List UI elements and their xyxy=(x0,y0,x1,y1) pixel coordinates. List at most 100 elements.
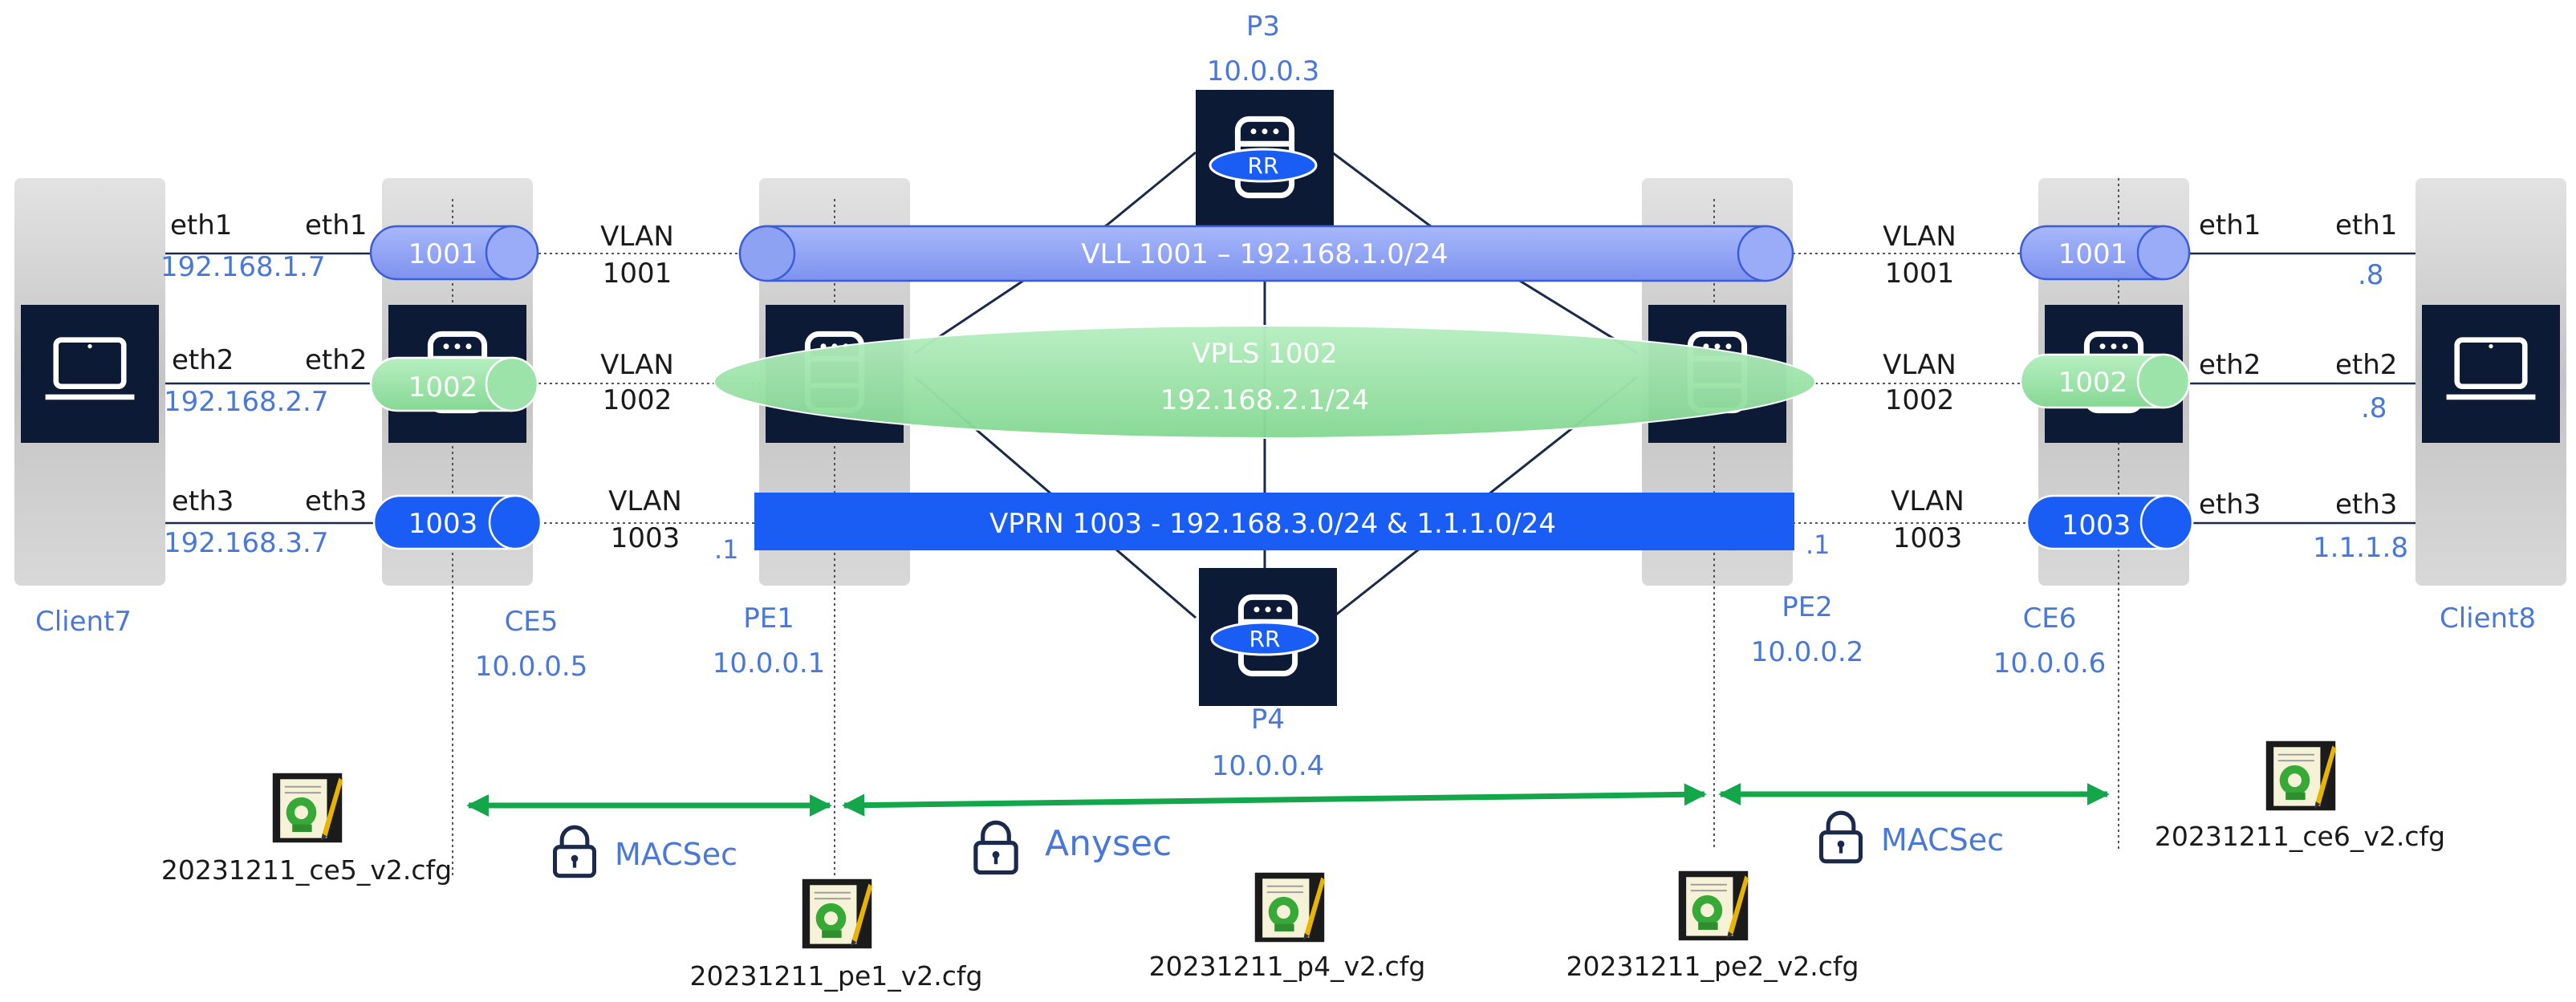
anysec-arrow xyxy=(842,783,1707,817)
pe1-gateway-label: .1 xyxy=(714,534,739,565)
cfg-file-icon[interactable] xyxy=(801,878,874,950)
ce6-pipe-1001-cap xyxy=(2136,225,2191,281)
client8-port-eth3: eth3 xyxy=(2335,489,2397,521)
ce5-vlan1002-label: 1002 xyxy=(408,371,478,404)
vprn-label: VPRN 1003 - 192.168.3.0/24 & 1.1.1.0/24 xyxy=(989,508,1556,540)
left-vlan-labels: VLAN 1001 VLAN 1002 VLAN 1003 xyxy=(600,221,682,554)
vll-service: VLL 1001 – 192.168.1.0/24 xyxy=(738,225,1794,282)
cfg-file-icon[interactable] xyxy=(271,772,344,844)
vpls-ellipse xyxy=(713,325,1816,439)
right-vlan-title-2: VLAN xyxy=(1883,349,1956,381)
vpls-title: VPLS 1002 xyxy=(1192,338,1338,370)
config-file-ce6[interactable]: 20231211_ce6_v2.cfg xyxy=(2155,821,2445,852)
pe1-name: PE1 xyxy=(743,602,794,635)
left-vlan-id-2: 1002 xyxy=(603,384,672,416)
cfg-file-icon[interactable] xyxy=(1253,871,1327,943)
p3-rr-badge xyxy=(1209,148,1318,183)
ce5-name: CE5 xyxy=(505,606,559,638)
vll-pipe-left-cap xyxy=(738,225,796,282)
lock-icon xyxy=(555,827,595,875)
config-file-pe1[interactable]: 20231211_pe1_v2.cfg xyxy=(690,960,983,992)
ce5-ip: 10.0.0.5 xyxy=(475,651,588,683)
ce-access-pipes: 1001 1002 1003 1001 1002 1003 xyxy=(369,225,2194,550)
left-vlan-title-2: VLAN xyxy=(600,349,674,381)
client7-port-eth3: eth3 xyxy=(172,485,234,517)
link-p3-pe1 xyxy=(1107,151,1197,226)
right-vlan-id-1: 1001 xyxy=(1885,258,1955,290)
client7-device xyxy=(21,305,159,443)
ce6-port-eth3: eth3 xyxy=(2199,489,2261,521)
ce5-pipe-1001-cap xyxy=(485,225,539,281)
ce6-port-eth2: eth2 xyxy=(2199,349,2261,381)
pe2-gateway-label: .1 xyxy=(1806,529,1830,560)
ce5-port-eth1: eth1 xyxy=(305,209,367,241)
ce6-vlan1003-label: 1003 xyxy=(2062,509,2131,542)
p4-rr-label: RR xyxy=(1249,626,1281,652)
left-vlan-title-1: VLAN xyxy=(600,221,674,253)
ce5-port-eth2: eth2 xyxy=(305,344,367,376)
client7-port-eth1: eth1 xyxy=(170,209,232,241)
macsec-right-label: MACSec xyxy=(1881,822,2004,858)
ce5-vlan1003-label: 1003 xyxy=(408,508,478,540)
right-vlan-id-2: 1002 xyxy=(1885,384,1955,416)
ce5-pipe-1003-cap xyxy=(488,494,542,550)
ce6-pipe-1003-cap xyxy=(2139,494,2194,550)
client8-ip-eth2: .8 xyxy=(2361,392,2387,424)
ce6-vlan1002-label: 1002 xyxy=(2058,367,2128,399)
anysec-label: Anysec xyxy=(1045,823,1172,864)
client8-ip-eth1: .8 xyxy=(2358,259,2383,291)
client8-port-eth1: eth1 xyxy=(2335,209,2397,241)
vll-pipe-right-cap xyxy=(1737,225,1794,282)
config-files: 20231211_ce5_v2.cfg 20231211_pe1_v2.cfg … xyxy=(161,740,2445,992)
right-vlan-title-3: VLAN xyxy=(1891,485,1965,517)
pe2-ip: 10.0.0.2 xyxy=(1751,636,1864,668)
client7-ip-eth3: 192.168.3.7 xyxy=(164,527,328,559)
p4-ip: 10.0.0.4 xyxy=(1212,750,1325,782)
client8-name: Client8 xyxy=(2440,602,2536,635)
p3-name: P3 xyxy=(1246,10,1280,43)
left-access-links xyxy=(165,252,759,525)
vpls-subnet: 192.168.2.1/24 xyxy=(1160,384,1369,416)
right-vlan-title-1: VLAN xyxy=(1883,221,1956,253)
macsec-left-label: MACSec xyxy=(615,837,737,872)
ce5-port-eth3: eth3 xyxy=(305,485,367,517)
p4-name: P4 xyxy=(1251,704,1285,736)
right-vlan-labels: VLAN 1001 VLAN 1002 VLAN 1003 xyxy=(1883,221,1965,554)
client7-name: Client7 xyxy=(35,606,132,638)
link-p3-pe2 xyxy=(1331,151,1429,226)
ce6-port-eth1: eth1 xyxy=(2199,209,2261,241)
p4-rr-badge xyxy=(1210,621,1319,656)
ce6-vlan1001-label: 1001 xyxy=(2058,238,2128,270)
left-vlan-id-3: 1003 xyxy=(611,522,681,554)
p3-rr-label: RR xyxy=(1248,152,1279,179)
left-vlan-title-3: VLAN xyxy=(608,485,682,517)
lock-icon xyxy=(976,822,1016,872)
client8-port-eth2: eth2 xyxy=(2335,349,2397,381)
vprn-service: VPRN 1003 - 192.168.3.0/24 & 1.1.1.0/24 … xyxy=(714,493,1830,565)
vll-label: VLL 1001 – 192.168.1.0/24 xyxy=(1081,238,1448,270)
node-labels: P3 10.0.0.3 Client7 Client8 CE5 10.0.0.5… xyxy=(35,10,2536,782)
vpls-service: VPLS 1002 192.168.2.1/24 xyxy=(713,325,1816,439)
ce5-pipe-1002-cap xyxy=(485,356,539,412)
ce5-vlan1001-label: 1001 xyxy=(408,238,478,270)
client7-ip-eth1: 192.168.1.7 xyxy=(160,251,325,283)
left-port-labels: eth1 eth1 192.168.1.7 eth2 eth2 192.168.… xyxy=(160,209,367,559)
config-file-p4[interactable]: 20231211_p4_v2.cfg xyxy=(1149,951,1426,982)
config-file-ce5[interactable]: 20231211_ce5_v2.cfg xyxy=(161,854,452,886)
client8-device xyxy=(2422,305,2560,443)
ce6-name: CE6 xyxy=(2023,602,2077,635)
vprn-bar xyxy=(754,493,1794,550)
config-file-pe2[interactable]: 20231211_pe2_v2.cfg xyxy=(1566,951,1859,982)
cfg-file-icon[interactable] xyxy=(1677,870,1750,942)
right-access-links xyxy=(1793,252,2416,525)
p3-ip: 10.0.0.3 xyxy=(1207,55,1320,87)
cfg-file-icon[interactable] xyxy=(2265,740,2338,812)
ce6-pipe-1002-cap xyxy=(2136,353,2191,409)
left-vlan-id-1: 1001 xyxy=(603,258,672,290)
right-port-labels: eth1 eth1 .8 eth2 eth2 .8 eth3 eth3 1.1.… xyxy=(2199,209,2408,564)
pe2-name: PE2 xyxy=(1782,591,1833,623)
rr-badges: RR RR xyxy=(1209,148,1319,656)
client7-port-eth2: eth2 xyxy=(172,344,234,376)
ce6-ip: 10.0.0.6 xyxy=(1993,647,2107,679)
